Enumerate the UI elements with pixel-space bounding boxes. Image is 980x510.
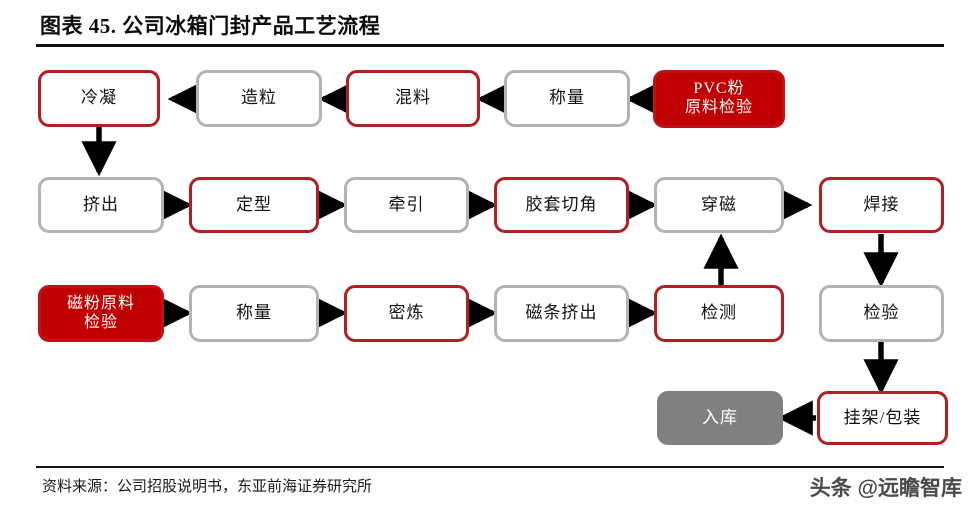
- page-title: 图表 45. 公司冰箱门封产品工艺流程: [40, 14, 381, 38]
- node-milian[interactable]: 密炼: [344, 285, 469, 342]
- node-zaoli[interactable]: 造粒: [196, 70, 322, 127]
- title-divider: [36, 44, 944, 47]
- node-citiao-jichu[interactable]: 磁条挤出: [494, 285, 629, 342]
- node-dingxing[interactable]: 定型: [189, 177, 319, 233]
- node-jianyan[interactable]: 检验: [819, 285, 944, 342]
- node-chengliang-pvc[interactable]: 称量: [504, 70, 630, 127]
- node-jiaotao-qiejiao[interactable]: 胶套切角: [494, 177, 629, 233]
- node-chengliang-cifen[interactable]: 称量: [189, 285, 319, 342]
- node-jiance[interactable]: 检测: [654, 285, 784, 342]
- node-lengning[interactable]: 冷凝: [38, 70, 160, 127]
- source-note: 资料来源：公司招股说明书，东亚前海证券研究所: [42, 479, 373, 495]
- node-chuanci[interactable]: 穿磁: [654, 177, 784, 233]
- node-cifen-raw-inspection[interactable]: 磁粉原料 检验: [38, 285, 164, 342]
- node-pvc-raw-inspection[interactable]: PVC粉 原料检验: [653, 70, 785, 128]
- node-guajia-baozhuang[interactable]: 挂架/包装: [817, 391, 948, 445]
- watermark: 头条 @远瞻智库: [809, 477, 962, 500]
- node-jichu[interactable]: 挤出: [38, 177, 164, 233]
- node-qianyin[interactable]: 牵引: [344, 177, 469, 233]
- node-hanjie[interactable]: 焊接: [819, 177, 944, 233]
- node-hunliao[interactable]: 混料: [346, 70, 480, 127]
- node-ruku[interactable]: 入库: [657, 391, 783, 445]
- footer-divider: [36, 466, 944, 468]
